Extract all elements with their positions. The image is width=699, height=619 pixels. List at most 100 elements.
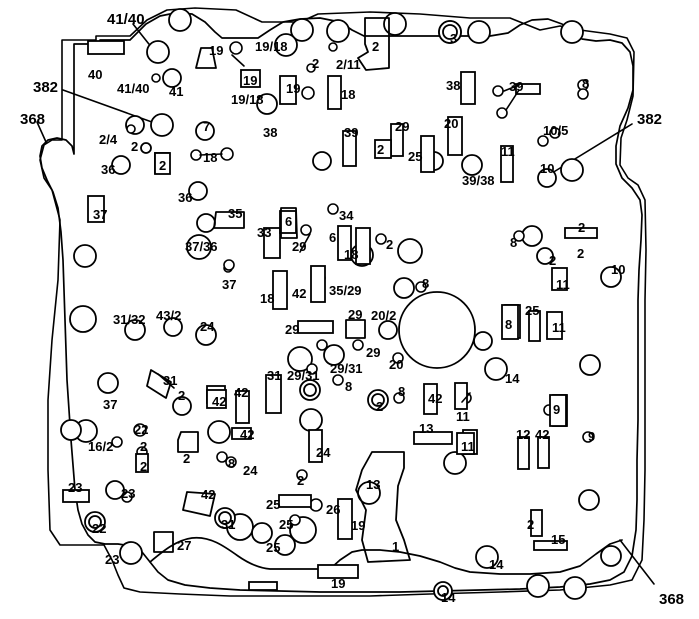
part-label: 20 [444, 116, 459, 131]
part-label: 2 [577, 246, 585, 261]
part-label: 22 [92, 521, 107, 536]
part-label: 19 [286, 81, 301, 96]
part-label: 11 [501, 144, 515, 159]
part-label: 34 [339, 208, 354, 223]
part-label: 37 [222, 277, 237, 292]
part-label: 35 [228, 206, 243, 221]
part-label: 19/18 [231, 92, 264, 107]
part-label: 12 [516, 427, 531, 442]
part-label: 27 [177, 538, 192, 553]
part-label: 25 [266, 497, 281, 512]
part-label: 43/2 [156, 308, 182, 323]
part-label: 42 [212, 394, 227, 409]
part-label: 11 [552, 320, 566, 335]
part-label: 42 [428, 391, 443, 406]
part-label: 10/5 [543, 123, 569, 138]
part-label: 2 [140, 459, 148, 474]
part-label: 39/38 [462, 173, 495, 188]
part-label: 6 [329, 230, 337, 245]
part-label: 10 [611, 262, 626, 277]
part-label: 24 [316, 445, 331, 460]
part-label: 2 [372, 39, 380, 54]
part-label: 26 [326, 502, 341, 517]
part-label: 2 [183, 451, 191, 466]
boxed-number-frames [154, 69, 568, 455]
part-label: 41/40 [117, 81, 150, 96]
slot-features-vertical [87, 71, 568, 540]
part-label: 13 [366, 477, 381, 492]
part-label: 23 [105, 552, 120, 567]
part-label: 24 [200, 319, 215, 334]
irregular-castings [146, 17, 411, 563]
part-label: 25 [408, 149, 423, 164]
part-label: 19 [209, 43, 224, 58]
part-label: 31 [163, 373, 178, 388]
part-label: 2 [140, 439, 148, 454]
part-label: 36 [101, 162, 116, 177]
callout-382-left: 382 [33, 79, 59, 96]
part-label: 9 [553, 402, 561, 417]
part-label: 37 [93, 207, 108, 222]
part-label: 15 [551, 532, 566, 547]
part-label: 2 [386, 237, 394, 252]
micro-leader-lines [157, 54, 520, 403]
part-label: 19 [243, 73, 258, 88]
part-label: 31 [221, 517, 236, 532]
part-label: 29 [366, 345, 381, 360]
part-label: 16/2 [88, 439, 114, 454]
part-label: 8 [228, 456, 236, 471]
part-label: 2 [527, 517, 535, 532]
part-label: 2 [549, 253, 557, 268]
part-label: 31/32 [113, 312, 146, 327]
part-label: 10 [540, 161, 555, 176]
part-label: 19 [351, 518, 366, 533]
slot-features-horizontal [62, 40, 598, 591]
part-label: 18 [341, 87, 356, 102]
part-label: 11 [456, 409, 470, 424]
part-label: 1 [392, 539, 400, 554]
part-label: 29 [292, 239, 307, 254]
part-label: 2 [297, 473, 305, 488]
part-label: 2 [178, 388, 186, 403]
part-label: 18 [203, 150, 218, 165]
part-label: 3 [450, 31, 458, 46]
housing-lower-contour [149, 536, 623, 575]
part-label: 25 [525, 303, 540, 318]
part-label: 42 [292, 286, 307, 301]
part-label: 40 [88, 67, 103, 82]
part-label: 42 [201, 487, 216, 502]
part-label: 37/36 [185, 239, 218, 254]
part-label: 11 [461, 439, 475, 454]
part-label: 7 [203, 119, 211, 134]
part-label: 20/2 [371, 308, 397, 323]
part-label: 37 [103, 397, 118, 412]
part-label: 29 [395, 119, 410, 134]
part-label: 2 [377, 142, 385, 157]
part-label: 2 [159, 158, 167, 173]
part-label: 42 [240, 427, 255, 442]
part-label: 8 [505, 317, 513, 332]
part-label: 38 [446, 78, 461, 93]
bolt-holes-circled [84, 20, 462, 601]
part-label: 9 [588, 429, 596, 444]
part-label: 2 [376, 399, 384, 414]
part-label: 23 [121, 486, 136, 501]
part-label: 18 [344, 247, 359, 262]
housing-outline-detailed [39, 12, 643, 593]
large-bore-circle [398, 291, 476, 369]
part-label: 24 [243, 463, 258, 478]
callout-382-right: 382 [637, 111, 663, 128]
part-label: 35/29 [329, 283, 362, 298]
part-label: 2/11 [336, 57, 361, 72]
part-label: 29 [285, 322, 300, 337]
part-label: 19 [331, 576, 346, 591]
part-label: 8 [398, 384, 406, 399]
part-label: 29 [348, 307, 363, 322]
part-label: 2 [312, 56, 320, 71]
part-label: 25 [266, 540, 281, 555]
part-label: 6 [285, 214, 293, 229]
part-label: 13 [419, 421, 434, 436]
part-label: 19/18 [255, 39, 288, 54]
part-label: 8 [345, 379, 353, 394]
